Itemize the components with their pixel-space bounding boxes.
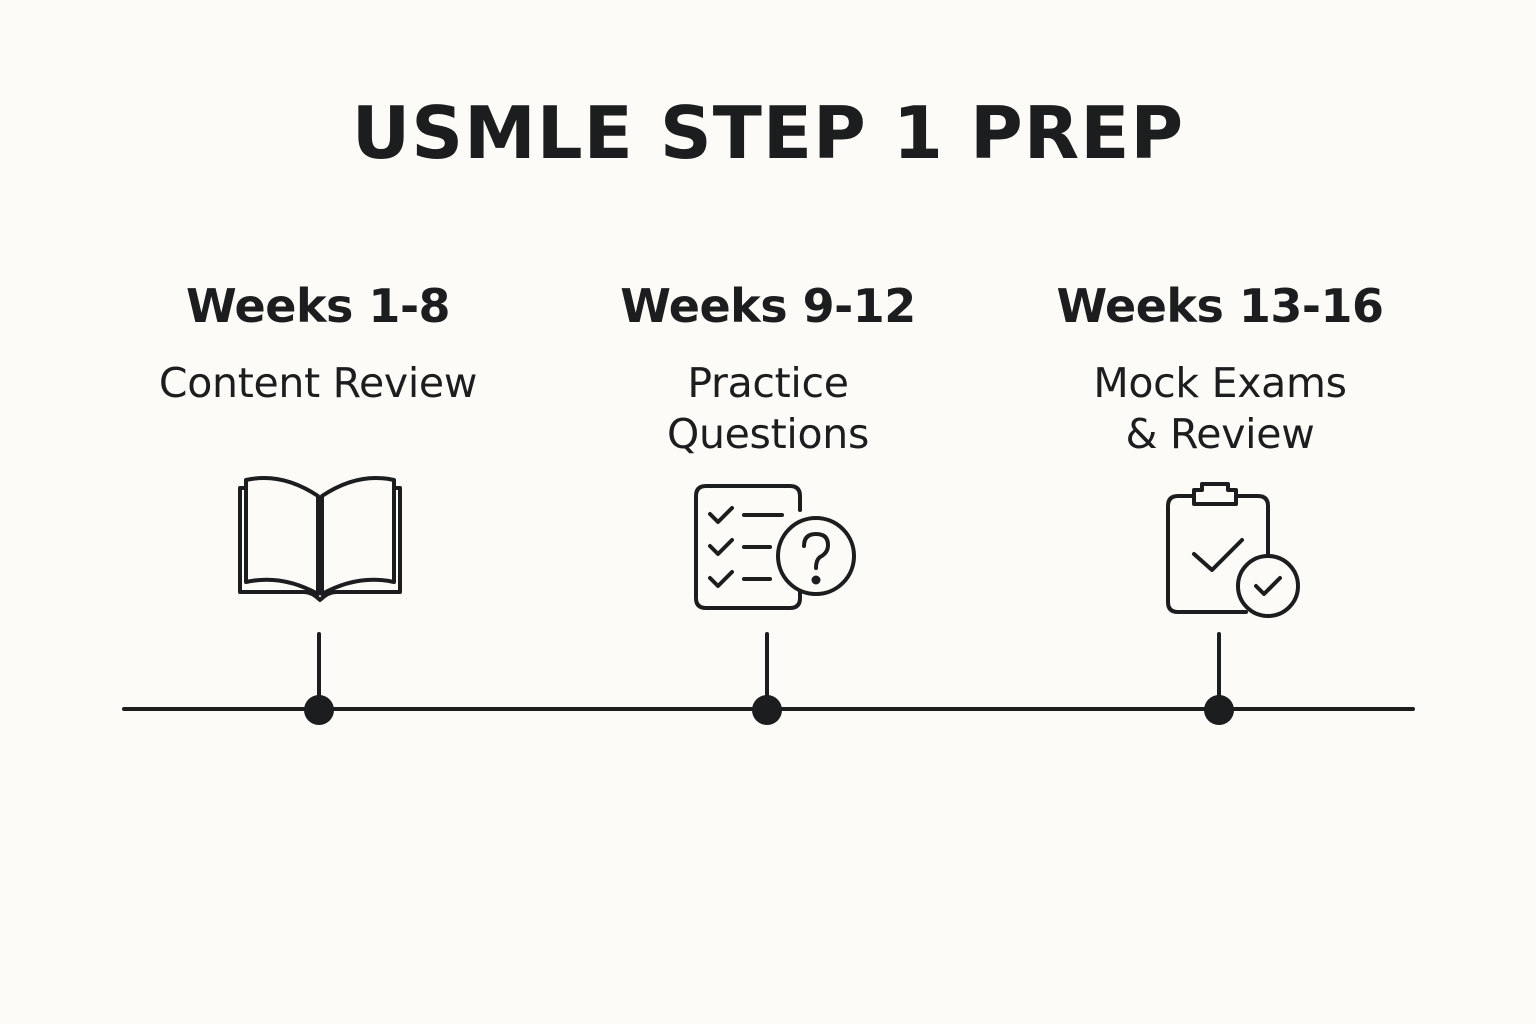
timeline-marker-2 xyxy=(752,695,782,725)
phase-3-label: Mock Exams & Review xyxy=(1093,359,1347,458)
timeline-marker-3 xyxy=(1204,695,1234,725)
diagram-title: USMLE STEP 1 PREP xyxy=(351,91,1185,175)
checklist-question-icon xyxy=(694,484,856,610)
phase-2: Weeks 9-12 Practice Questions xyxy=(548,276,988,460)
open-book-icon xyxy=(238,476,402,602)
clipboard-check-icon xyxy=(1166,482,1300,618)
phase-3-weeks: Weeks 13-16 xyxy=(1056,279,1384,333)
phase-1-weeks: Weeks 1-8 xyxy=(185,279,451,333)
phase-2-weeks: Weeks 9-12 xyxy=(620,279,916,333)
phase-3: Weeks 13-16 Mock Exams & Review xyxy=(1000,276,1440,460)
timeline-marker-1 xyxy=(304,695,334,725)
phase-1-label: Content Review xyxy=(158,359,478,407)
phase-2-label: Practice Questions xyxy=(666,359,870,458)
phase-1: Weeks 1-8 Content Review xyxy=(98,276,538,409)
